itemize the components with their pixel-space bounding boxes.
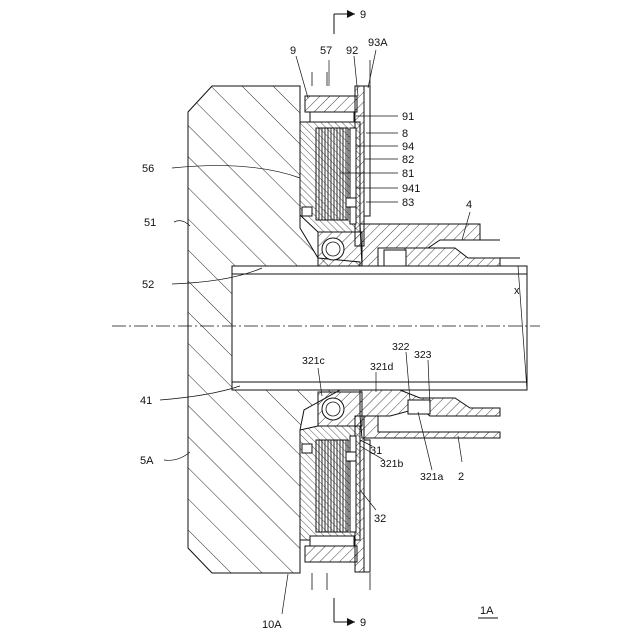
label-83: 83 [402,197,414,209]
yoke-bottom-lower [305,546,357,562]
small-block-upper-b [346,198,356,207]
key-upper [384,250,406,266]
yoke-inner-lower [310,536,354,546]
bearing-ball-upper [322,238,344,260]
label-9: 9 [290,45,296,57]
label-92: 92 [346,45,358,57]
yoke-top-upper [305,96,357,112]
bearing-ball-lower [322,398,344,420]
section-mark-top: 9 [360,9,366,21]
label-321d: 321d [370,361,394,373]
key-lower [408,400,430,414]
section-mark-bottom: 9 [360,617,366,629]
label-91: 91 [402,111,414,123]
small-block-lower-b [346,452,356,461]
plate-lower-outer [364,440,370,572]
label-10A: 10A [262,619,282,631]
collar-upper [405,248,500,266]
label-52: 52 [142,279,154,291]
label-94: 94 [402,141,414,153]
coil-winding-upper [316,128,348,220]
label-8: 8 [402,128,408,140]
label-82: 82 [402,154,414,166]
spacer-lower [350,436,356,532]
label-57: 57 [320,45,332,57]
label-93A: 93A [368,37,388,49]
label-323: 323 [414,349,432,361]
label-321b: 321b [380,458,404,470]
label-41: 41 [140,395,152,407]
label-31: 31 [370,445,382,457]
spacer-94 [350,128,356,224]
label-5A: 5A [140,455,154,467]
small-block-lower-a [302,444,312,453]
label-322: 322 [392,341,410,353]
label-4: 4 [466,199,472,211]
yoke-inner-upper [310,112,354,122]
label-2: 2 [458,471,464,483]
label-81: 81 [402,168,414,180]
small-block-upper-a [302,207,312,216]
label-32: 32 [374,513,386,525]
label-56: 56 [142,163,154,175]
coil-winding-lower [316,440,348,532]
label-51: 51 [144,217,156,229]
figure-id: 1A [480,605,494,617]
label-axis-x: x [514,285,520,297]
label-941: 941 [402,183,420,195]
label-321a: 321a [420,471,444,483]
label-321c: 321c [302,355,325,367]
flange-lower [360,416,500,438]
plate-93A [364,86,370,216]
